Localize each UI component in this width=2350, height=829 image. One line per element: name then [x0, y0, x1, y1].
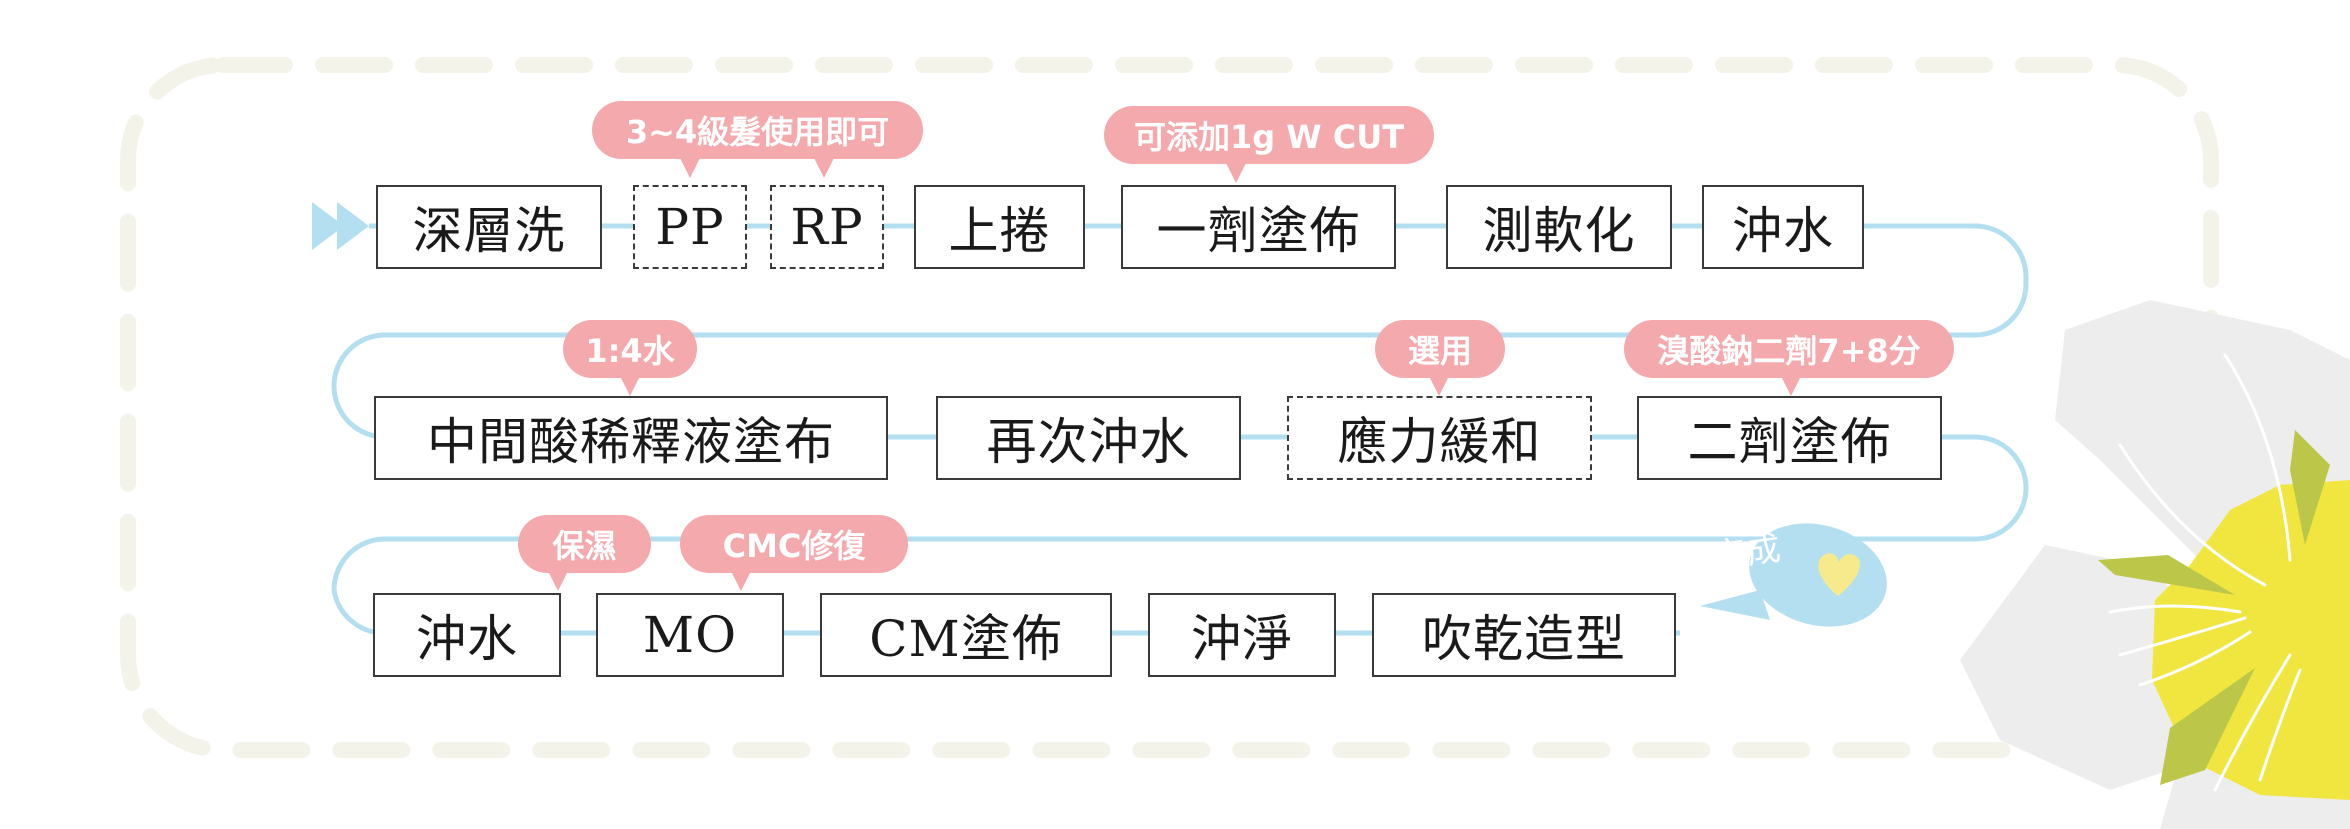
tag-pointer — [548, 571, 568, 591]
step-perm-roll: 上捲 — [914, 185, 1085, 269]
heart-icon — [1818, 553, 1860, 596]
step-mo: MO — [596, 593, 784, 677]
tag-dilution-note: 1:4水 — [563, 320, 697, 378]
tag-pointer — [1226, 163, 1246, 183]
double-play-arrow-icon — [312, 202, 369, 250]
flower-leaf — [2290, 430, 2330, 545]
tag-hair-level-note: 3~4級髮使用即可 — [592, 101, 923, 159]
flower-vein — [2118, 443, 2267, 587]
tag-pointer — [620, 376, 640, 396]
tag-pointer — [1429, 376, 1449, 396]
step-softness-test: 測軟化 — [1446, 185, 1672, 269]
flower-vein — [2213, 653, 2292, 792]
step-rinse-1: 沖水 — [1702, 185, 1864, 269]
flower-vein — [2138, 630, 2252, 687]
flower-vein — [2118, 616, 2247, 657]
flower-leaf — [2098, 555, 2235, 595]
completion-bubble — [1700, 523, 1887, 627]
tag-cmc-repair-note: CMC修復 — [680, 515, 908, 573]
completion-label: 完成 — [1710, 528, 1783, 578]
flower-vein — [2108, 604, 2242, 614]
tag-pointer — [680, 158, 700, 178]
step-rinse-again: 再次沖水 — [936, 396, 1241, 480]
tag-pointer — [814, 158, 834, 178]
flower-leaf — [2160, 668, 2255, 785]
flower-illustration — [1960, 300, 2350, 829]
tag-pointer — [1781, 376, 1801, 396]
step-cm-apply: CM塗佈 — [820, 593, 1112, 677]
step-intermediate-acid: 中間酸稀釋液塗布 — [374, 396, 888, 480]
step-deep-cleanse: 深層洗 — [376, 185, 602, 269]
flower-vein — [2223, 353, 2292, 562]
tag-moisturize-note: 保濕 — [518, 515, 651, 573]
tag-pointer — [731, 571, 751, 591]
step-rp: RP — [770, 185, 884, 269]
tag-sodium-bromate-note: 溴酸鈉二劑7+8分 — [1624, 320, 1954, 378]
step-final-rinse: 沖淨 — [1148, 593, 1336, 677]
step-pp: PP — [633, 185, 747, 269]
dashed-frame — [120, 57, 2219, 758]
flower-vein — [2258, 668, 2302, 782]
step-agent2-apply: 二劑塗佈 — [1637, 396, 1942, 480]
step-agent1-apply: 一劑塗佈 — [1121, 185, 1396, 269]
step-stress-relief: 應力緩和 — [1287, 396, 1592, 480]
tag-optional-note: 選用 — [1375, 320, 1505, 378]
tag-wcut-note: 可添加1g W CUT — [1104, 106, 1434, 164]
step-rinse-2: 沖水 — [373, 593, 561, 677]
step-blow-dry-style: 吹乾造型 — [1372, 593, 1676, 677]
